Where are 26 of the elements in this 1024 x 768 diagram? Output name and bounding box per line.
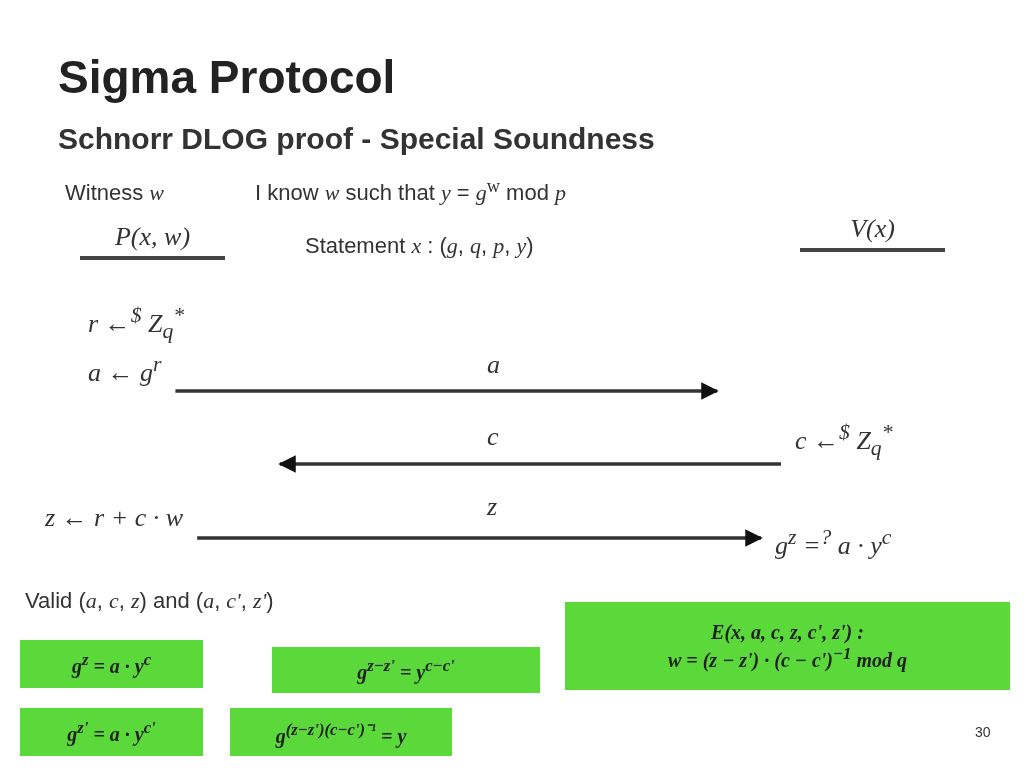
formula: E(x, a, c, z, c', z') :: [711, 620, 864, 644]
formula: g$^{z−z'}$ = y$^{c−c'}$: [357, 656, 455, 684]
validity-text: Valid (a, c, z) and (a, c', z'): [25, 588, 274, 614]
equation-box: [230, 708, 452, 756]
prover-heading: P(x, w): [80, 222, 225, 260]
extractor-box: [565, 602, 1010, 690]
verifier-heading: V(x): [800, 214, 945, 252]
formula: g$^{z'}$ = a · y$^{c'}$: [67, 718, 156, 746]
subtitle: Schnorr DLOG proof - Special Soundness: [58, 122, 655, 156]
formula: a ← g$^{r}$: [88, 351, 163, 388]
page-number: 30: [975, 724, 991, 740]
message-arrow: [175, 382, 719, 400]
statement-text: I know w such that y = g$^{w}$ mod p: [255, 176, 567, 207]
slide-title: Sigma Protocol: [58, 50, 396, 104]
formula: g$^{z}$ = a · y$^{c}$: [71, 650, 152, 678]
witness-label: Witness w: [65, 180, 165, 206]
equation-box: [20, 708, 203, 756]
formula: w = (z − z') · (c − c')$^{−1}$ mod q: [667, 643, 907, 672]
message-arrow: [197, 529, 763, 547]
message-arrow: [278, 455, 781, 473]
equation-box: [20, 640, 203, 688]
statement-text: Statement x : (g, q, p, y): [305, 233, 534, 259]
equation-box: [272, 647, 540, 693]
prover-computation: z ← r + c · w: [45, 503, 281, 549]
verification-check: g$^{z}$ =$^{?}$ a · y$^{c}$: [710, 525, 950, 561]
formula: g$^{(z−z')(c−c')⁻¹}$ = y: [275, 718, 407, 748]
